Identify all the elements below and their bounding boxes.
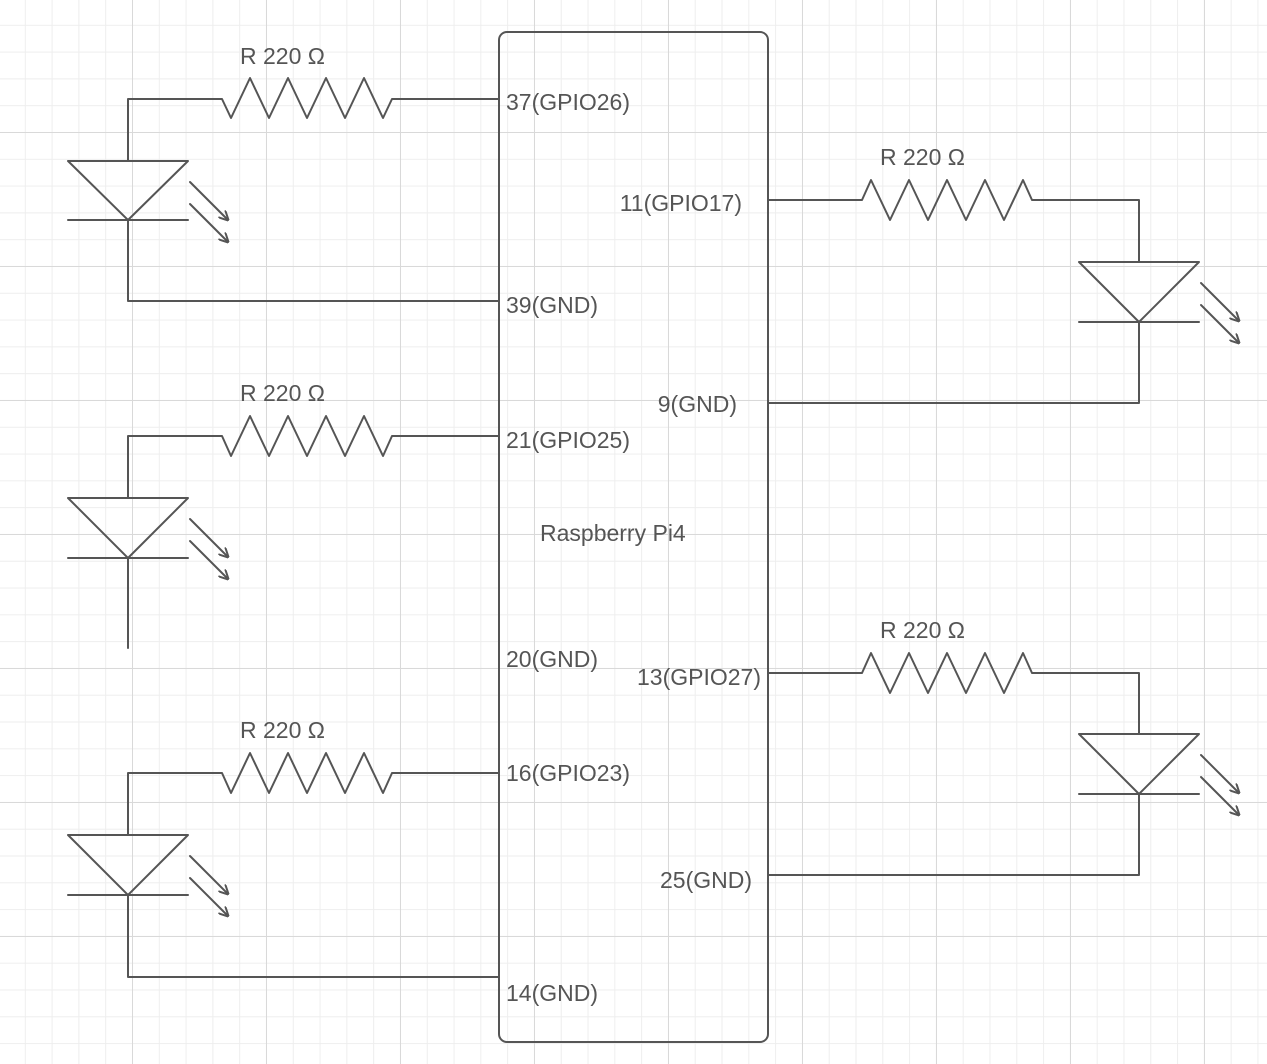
led-arrow [189,855,228,894]
led-arrow [1200,282,1239,321]
led-triangle [67,497,189,559]
left-circuit-2: R 220 Ω 21(GPIO25) 20(GND) [67,380,630,672]
gnd-pin-label: 39(GND) [506,292,598,318]
led-arrow [1200,304,1239,343]
gpio-pin-label: 37(GPIO26) [506,89,630,115]
wire [127,894,500,978]
gnd-pin-label: 14(GND) [506,980,598,1006]
wire [127,415,500,499]
led-triangle [1078,261,1200,323]
led-arrow [1200,754,1239,793]
led-arrow [189,203,228,242]
gpio-pin-label: 16(GPIO23) [506,760,630,786]
led-arrow [189,877,228,916]
wire [767,179,1140,263]
gpio-pin-label: 11(GPIO17) [620,190,742,216]
led-arrow [189,518,228,557]
led-arrow [189,181,228,220]
led-triangle [67,834,189,896]
resistor-label: R 220 Ω [240,380,325,406]
resistor-label: R 220 Ω [240,717,325,743]
led-triangle [1078,733,1200,795]
led-arrow [189,540,228,579]
gnd-pin-label: 25(GND) [660,867,752,893]
board-label: Raspberry Pi4 [540,520,686,546]
wire [127,752,500,836]
resistor-label: R 220 Ω [880,617,965,643]
wire [127,219,500,302]
right-circuit-2: R 220 Ω 13(GPIO27) 25(GND) [637,617,1239,893]
wire [767,321,1140,404]
gpio-pin-label: 13(GPIO27) [637,664,761,690]
right-circuit-1: R 220 Ω 11(GPIO17) 9(GND) [620,144,1239,417]
left-circuit-3: R 220 Ω 16(GPIO23) 14(GND) [67,717,630,1006]
wire [767,793,1140,876]
resistor-label: R 220 Ω [880,144,965,170]
wire [127,77,500,162]
gnd-pin-label: 9(GND) [658,391,737,417]
wire [767,652,1140,735]
left-circuit-1: R 220 Ω 37(GPIO26) 39(GND) [67,43,630,318]
led-arrow [1200,776,1239,815]
raspberry-pi-board [498,31,769,1043]
resistor-label: R 220 Ω [240,43,325,69]
gpio-pin-label: 21(GPIO25) [506,427,630,453]
led-triangle [67,160,189,221]
gnd-pin-label: 20(GND) [506,646,598,672]
